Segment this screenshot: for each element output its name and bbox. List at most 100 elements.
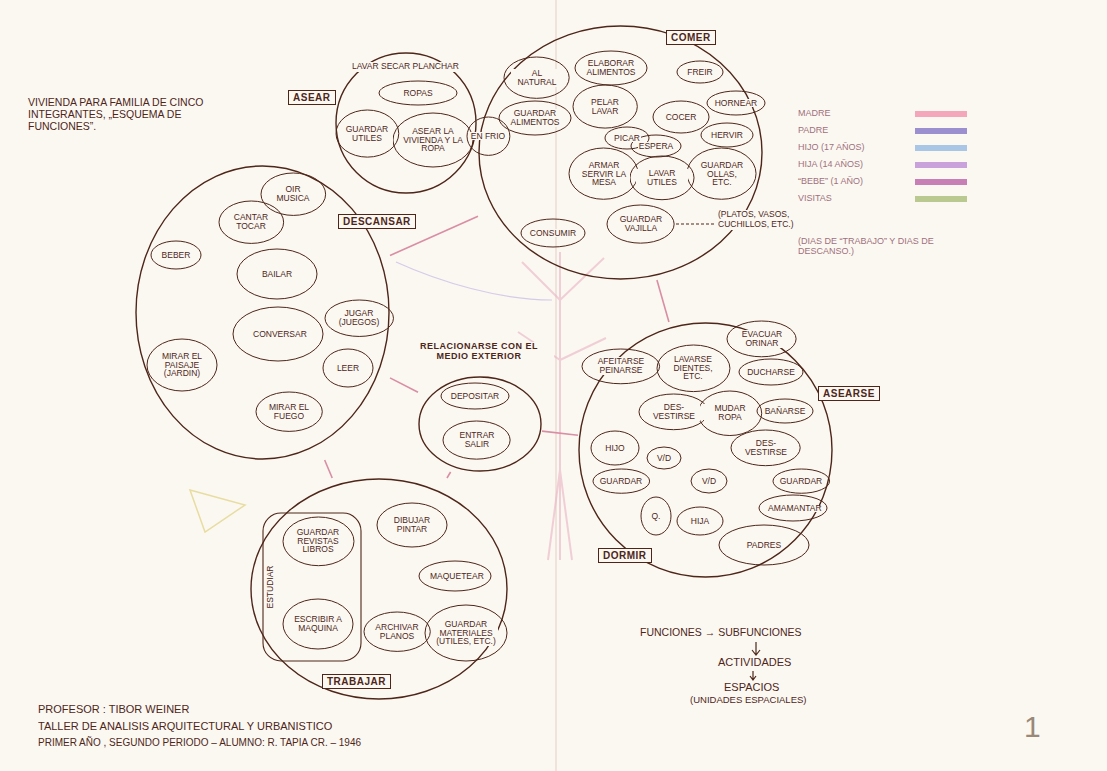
circle-outline [647, 447, 681, 469]
circle-outline [441, 383, 509, 409]
activity-text: JUGAR (JUEGOS) [333, 309, 385, 327]
function-circle: RELACIONARSE CON EL MEDIO EXTERIORDEPOSI… [418, 376, 542, 472]
legend-text: VISITAS [798, 193, 832, 203]
legend-swatch [915, 145, 967, 151]
activity-circle: HIJA [676, 506, 724, 536]
activity-circle: AL NATURAL [503, 56, 570, 99]
down-arrow [750, 671, 756, 680]
activity-circle: DES-VESTIRSE [730, 429, 801, 467]
circle-outline [727, 321, 796, 357]
activity-circle: CONSUMIR [520, 218, 586, 248]
circle-outline [419, 561, 491, 591]
activity-text: COCER [665, 113, 698, 122]
activity-text: ESPERA [638, 142, 675, 151]
circle-outline [582, 349, 660, 384]
activity-circle: ENTRAR SALIR [442, 420, 511, 460]
activity-text: V/D [701, 477, 717, 486]
activity-text: HORNEAR [714, 99, 759, 108]
activity-circle: ARMAR SERVIR LA MESA [568, 147, 639, 200]
activity-text: ELABORAR ALIMENTOS [585, 59, 637, 77]
activity-text: GUARDAR VAJILLA [615, 215, 667, 233]
circle-outline [136, 166, 389, 459]
note-text: ESPACIOS [724, 681, 779, 694]
activity-circle: ROPAS [378, 80, 458, 106]
activity-circle: GUARDAR REVISTAS LIBROS [282, 516, 355, 567]
circle-outline [283, 517, 354, 566]
circle-outline [657, 345, 730, 392]
activity-text: MIRAR EL FUEGO [263, 403, 315, 421]
activity-circle: EN FRIO [466, 116, 511, 156]
circle-outline [323, 349, 373, 387]
note-text: FUNCIONES → SUBFUNCIONES [640, 626, 802, 638]
circle-outline [641, 497, 671, 535]
circle-outline [504, 57, 569, 98]
activity-circle: ELABORAR ALIMENTOS [574, 50, 648, 86]
activity-text: ARCHIVAR PLANOS [371, 623, 423, 641]
activity-text: GUARDAR [599, 477, 644, 486]
circle-outline [336, 53, 476, 193]
circle-outline [251, 479, 507, 699]
note-text: PRIMER AÑO , SEGUNDO PERIODO – ALUMNO: R… [38, 737, 361, 749]
legend-swatch [915, 128, 967, 134]
legend-swatch [915, 179, 967, 185]
activity-text: GUARDAR OLLAS, ETC. [696, 161, 748, 188]
circle-outline [759, 495, 827, 521]
activity-circle: V/D [646, 446, 682, 470]
activity-text: LAVAR UTILES [636, 169, 688, 187]
activity-text: AL NATURAL [511, 69, 563, 87]
legend-swatch [915, 196, 967, 202]
sketch-triangle [190, 490, 245, 532]
note-text: LAVAR SECAR PLANCHAR [352, 62, 459, 72]
circulation-sketch [518, 252, 606, 560]
activity-circle: CONVERSAR [232, 306, 324, 362]
activity-text: DIBUJAR PINTAR [386, 516, 438, 534]
activity-text: HIJO [604, 444, 625, 453]
node-outline [418, 376, 542, 472]
circle-outline [653, 101, 709, 133]
activity-circle: OIR MUSICA [260, 172, 327, 216]
circle-outline [687, 148, 756, 199]
activity-text: MUDAR ROPA [704, 404, 756, 422]
activity-text: GUARDAR UTILES [341, 125, 393, 143]
activity-text: HERVIR [710, 131, 744, 140]
circle-outline [419, 377, 541, 471]
activity-text: PELAR LAVAR [579, 98, 631, 116]
activity-circle: FREIR [676, 60, 724, 84]
activity-text: AMAMANTAR [767, 504, 819, 513]
circle-outline [151, 241, 201, 269]
legend-swatch [915, 162, 967, 168]
diagram-title: VIVIENDA PARA FAMILIA DE CINCO INTEGRANT… [28, 96, 206, 132]
circle-outline [256, 392, 322, 431]
circle-outline [739, 359, 803, 385]
circle-outline [336, 110, 399, 157]
node-outline [250, 478, 508, 700]
activity-text: PADRES [746, 541, 782, 550]
flow-line [447, 472, 451, 478]
activity-circle: BAILAR [236, 248, 318, 300]
activity-text: BEBER [161, 251, 192, 260]
circle-outline [579, 323, 832, 577]
activity-text: OIR MUSICA [267, 185, 319, 203]
activity-text: GUARDAR [779, 477, 824, 486]
flow-line [325, 460, 333, 478]
activity-text: GUARDAR REVISTAS LIBROS [292, 528, 344, 555]
activity-circle: MUDAR ROPA [697, 390, 763, 437]
function-heading: RELACIONARSE CON EL MEDIO EXTERIOR [404, 342, 554, 362]
circle-outline [261, 173, 326, 215]
activity-text: ARMAR SERVIR LA MESA [578, 161, 630, 188]
activity-circle: BAÑARSE [756, 398, 814, 424]
activity-circle: MAQUETEAR [418, 560, 492, 592]
circle-outline [379, 81, 457, 105]
circle-outline [698, 391, 762, 436]
circle-outline [631, 135, 681, 157]
activity-circle: JUGAR (JUEGOS) [324, 299, 394, 337]
activity-text: CONVERSAR [252, 330, 304, 339]
circle-outline [325, 300, 393, 336]
activity-circle: MIRAR EL FUEGO [255, 391, 323, 432]
circle-outline [639, 394, 708, 430]
circle-outline [499, 101, 571, 135]
circle-outline [677, 507, 723, 535]
circle-outline [364, 612, 430, 651]
activity-text: BAILAR [261, 270, 293, 279]
activity-text: DES-VESTIRSE [648, 403, 700, 421]
